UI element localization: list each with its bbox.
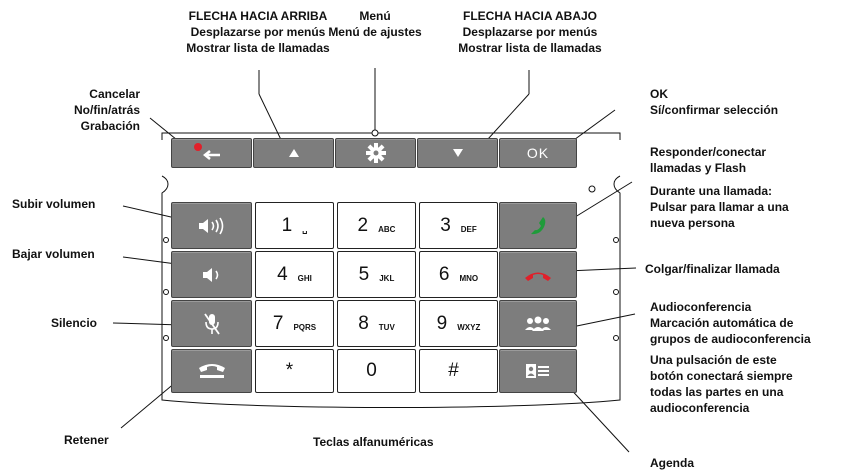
letters-label: TUV [378,323,395,332]
digit-label: 8 [358,312,369,334]
during-call-label: Durante una llamada:Pulsar para llamar a… [650,184,789,230]
digit-label: 2 [357,214,369,236]
letters-label: ABC [378,225,396,234]
up-triangle-icon [288,149,299,157]
ok-key-label: OK [526,145,550,161]
letters-label: JKL [379,274,395,283]
hold-label: Retener [64,433,109,447]
group-people-icon [525,316,551,331]
green-handset-icon [531,216,546,234]
letters-label: DEF [460,225,477,234]
mute-label: Silencio [51,316,98,330]
up-arrow-key[interactable] [253,138,334,168]
digit-label: * [285,360,294,381]
digit-label: 9 [436,312,448,334]
volume-down-label: Bajar volumen [12,247,95,261]
digit-label: 4 [277,263,288,285]
phonebook-key[interactable] [499,349,577,393]
cancel-key[interactable] [171,138,252,168]
gear-icon [365,143,386,163]
menu-key[interactable] [335,138,416,168]
digit-key[interactable]: * [255,349,334,393]
digit-key[interactable]: # [419,349,498,393]
digit-label: 7 [272,312,284,334]
letters-label: ␣ [302,225,308,234]
answer-key[interactable] [499,202,577,249]
digit-label: 1 [281,214,293,236]
digit-label: 0 [366,360,377,381]
volume-up-icon [198,217,223,234]
letters-label: GHI [297,274,312,283]
letters-label: PQRS [293,323,317,332]
down-triangle-icon [452,149,463,157]
ok-key[interactable]: OK [499,138,577,168]
digit-label: 6 [438,263,450,285]
contact-card-icon [526,364,549,378]
digit-label: 5 [358,263,370,285]
phonebook-label: Agenda [650,456,695,470]
letters-label: MNO [459,274,479,283]
back-arrow-icon [193,143,220,160]
digit-label: 3 [440,214,451,236]
hangup-label: Colgar/finalizar llamada [645,262,780,276]
volume-down-icon [202,267,218,282]
digit-key[interactable]: 0 [337,349,416,393]
conference-key[interactable] [499,300,577,347]
mute-key[interactable] [171,300,252,347]
hangup-key[interactable] [499,251,577,298]
mute-microphone-icon [203,312,220,335]
volume-up-key[interactable] [171,202,252,249]
letters-label: WXYZ [457,323,481,332]
hold-key[interactable] [171,349,252,393]
digit-key[interactable]: 1␣ [255,202,334,249]
red-handset-icon [525,272,551,281]
down-arrow-key[interactable] [417,138,498,168]
alphanumeric-keys-label: Teclas alfanuméricas [313,435,434,449]
digit-label: # [448,360,459,381]
volume-up-label: Subir volumen [12,197,96,211]
hold-handset-icon [198,364,225,378]
volume-down-key[interactable] [171,251,252,298]
